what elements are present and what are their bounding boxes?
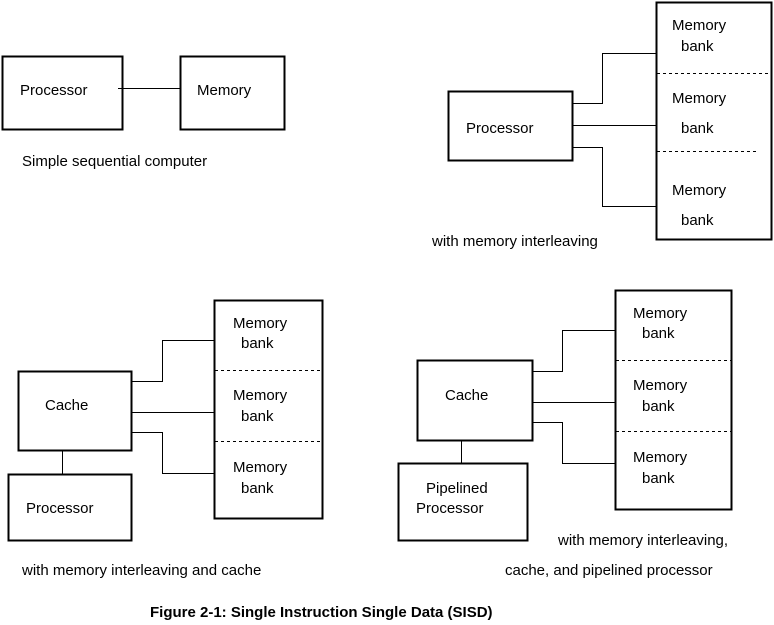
pp-memory-column <box>614 289 733 511</box>
interleave-bank-3-line1: Memory <box>672 182 727 199</box>
simple-memory-box <box>179 55 286 131</box>
pp-processor-box <box>397 462 529 542</box>
pp-bank-2-line2: bank <box>642 398 675 415</box>
pp-caption-line2: cache, and pipelined processor <box>505 562 713 579</box>
ic-bank-3-line1: Memory <box>233 459 288 476</box>
interleave-bank-1-line1: Memory <box>672 17 727 34</box>
pp-bank-3-line1: Memory <box>633 449 688 466</box>
pp-connector-bottom <box>533 422 616 464</box>
ic-bank-2-line2: bank <box>241 408 274 425</box>
ic-bank-1-line2: bank <box>241 335 274 352</box>
pp-cache-label: Cache <box>445 387 489 404</box>
pp-processor-label-line1: Pipelined <box>426 480 488 497</box>
interleave-bank-1-line2: bank <box>681 38 714 55</box>
ic-processor-label: Processor <box>26 500 94 517</box>
pp-bank-2-line1: Memory <box>633 377 688 394</box>
simple-caption: Simple sequential computer <box>22 153 208 170</box>
interleave-bank-2-line2: bank <box>681 120 714 137</box>
pp-connector-top <box>533 330 616 372</box>
pp-bank-3-line2: bank <box>642 470 675 487</box>
ic-bank-3-line2: bank <box>241 480 274 497</box>
ic-memory-column <box>213 299 324 520</box>
figure-caption: Figure 2-1: Single Instruction Single Da… <box>150 604 493 621</box>
interleave-connector-top <box>573 53 657 104</box>
interleave-connector-bottom <box>573 147 657 207</box>
interleave-bank-3-line2: bank <box>681 212 714 229</box>
ic-connector-top <box>132 340 215 382</box>
interleave-bank-2-line1: Memory <box>672 90 727 107</box>
interleave-memory-column <box>655 1 773 241</box>
simple-memory-label: Memory <box>197 82 252 99</box>
ic-caption: with memory interleaving and cache <box>22 562 262 579</box>
ic-cache-box <box>17 370 133 452</box>
simple-processor-label: Processor <box>20 82 88 99</box>
ic-bank-2-line1: Memory <box>233 387 288 404</box>
pp-cache-box <box>416 359 534 442</box>
pp-bank-1-line1: Memory <box>633 305 688 322</box>
pp-caption-line1: with memory interleaving, <box>558 532 729 549</box>
ic-bank-1-line1: Memory <box>233 315 288 332</box>
ic-processor-box <box>7 473 133 542</box>
interleave-caption: with memory interleaving <box>432 233 598 250</box>
pp-processor-label-line2: Processor <box>416 500 484 517</box>
interleave-processor-label: Processor <box>466 120 534 137</box>
ic-cache-label: Cache <box>45 397 89 414</box>
pp-bank-1-line2: bank <box>642 325 675 342</box>
simple-processor-box <box>1 55 124 131</box>
ic-connector-bottom <box>132 432 215 474</box>
interleave-processor-box <box>447 90 574 162</box>
